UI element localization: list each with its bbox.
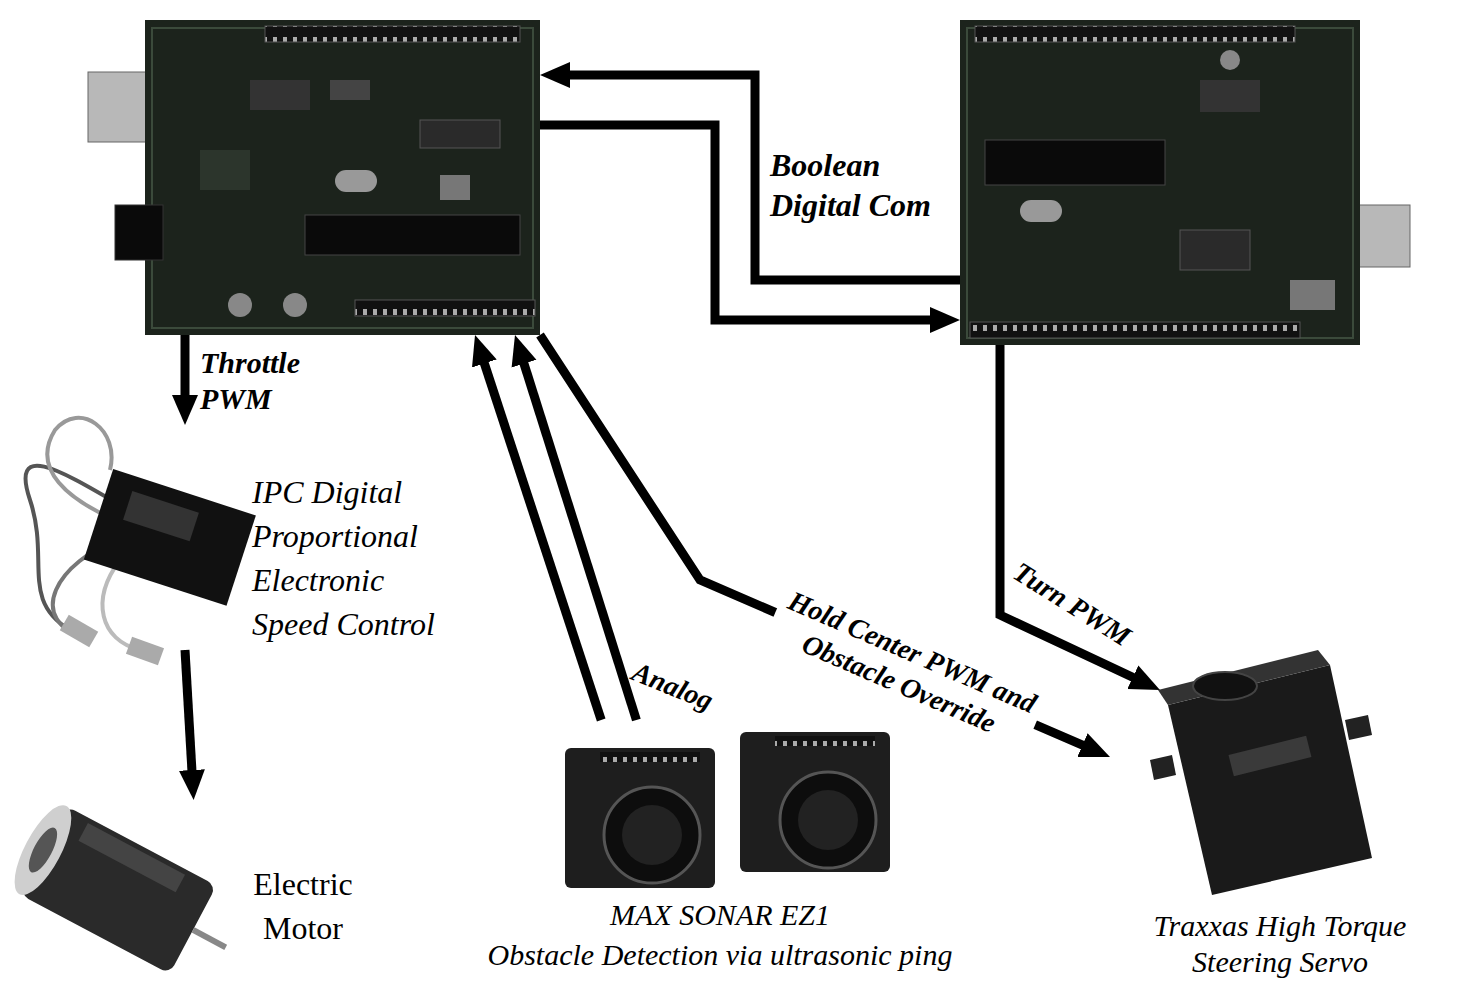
drawing-part xyxy=(780,772,876,868)
signal-arrow xyxy=(185,650,193,784)
drawing-part xyxy=(798,790,858,850)
component-label: Electric Motor xyxy=(238,862,368,950)
drawing-part xyxy=(152,28,533,328)
speed-controller: IPC Digital Proportional Electronic Spee… xyxy=(10,425,470,650)
sonar-sensors: MAX SONAR EZ1Obstacle Detection via ultr… xyxy=(420,720,1024,988)
steering-servo: Traxxas High Torque Steering Servo xyxy=(1110,690,1450,985)
drawing-part xyxy=(305,215,520,255)
signal-label: Boolean Digital Com xyxy=(770,145,940,225)
drawing-part xyxy=(1220,50,1240,70)
drawing-part xyxy=(228,293,252,317)
drawing-part xyxy=(1355,205,1410,267)
signal-arrow xyxy=(540,125,944,320)
drawing-part xyxy=(604,787,700,883)
drawing-part xyxy=(975,26,1295,42)
drawing-part xyxy=(200,150,250,190)
drawing-part xyxy=(115,205,163,260)
motor-picture xyxy=(4,797,250,991)
signal-label: Hold Center PWM and Obstacle Override xyxy=(762,581,1049,756)
drawing-part xyxy=(4,797,83,902)
drawing-part xyxy=(985,140,1165,185)
sonar-picture xyxy=(565,732,890,888)
arduino-board xyxy=(145,20,540,335)
drawing-part xyxy=(126,637,164,666)
arduino-board xyxy=(960,20,1410,345)
drawing-part xyxy=(23,824,62,877)
drawing-part xyxy=(1158,650,1330,705)
signal-arrow xyxy=(520,350,637,720)
drawing-part xyxy=(1229,736,1312,777)
drawing-part xyxy=(1200,80,1260,112)
drawing-part xyxy=(565,748,715,888)
drawing-part xyxy=(265,26,520,42)
drawing-part xyxy=(420,120,500,148)
drawing-part xyxy=(283,293,307,317)
drawing-part xyxy=(622,805,682,865)
servo-picture xyxy=(1150,650,1372,895)
drawing-part xyxy=(440,175,470,200)
component-label: IPC Digital Proportional Electronic Spee… xyxy=(252,470,457,646)
drawing-part xyxy=(193,930,226,947)
arduino-board xyxy=(88,20,540,335)
electric-motor: Electric Motor xyxy=(10,800,372,985)
signal-arrow xyxy=(1000,345,1146,683)
drawing-part xyxy=(250,80,310,110)
drawing-part xyxy=(145,20,540,335)
drawing-part xyxy=(1020,200,1062,222)
drawing-part xyxy=(330,80,370,100)
signal-label: Throttle PWM xyxy=(200,345,330,417)
drawing-part xyxy=(1193,672,1257,700)
drawing-part xyxy=(1168,665,1372,895)
drawing-part xyxy=(1290,280,1335,310)
drawing-part xyxy=(88,72,150,142)
signal-arrow xyxy=(181,335,190,409)
arduino-board xyxy=(960,20,1410,345)
drawing-part xyxy=(123,491,199,541)
speed-controller-picture xyxy=(26,418,256,665)
drawing-part xyxy=(970,322,1300,338)
drawing-part xyxy=(355,300,535,316)
component-label: Traxxas High Torque Steering Servo xyxy=(1130,908,1430,980)
drawing-part xyxy=(740,732,890,872)
drawing-part xyxy=(79,823,186,892)
signal-label: Turn PWM xyxy=(1007,555,1137,654)
drawing-part xyxy=(84,469,256,606)
drawing-part xyxy=(967,28,1353,338)
signal-label: Analog xyxy=(627,655,718,718)
component-label: MAX SONAR EZ1 xyxy=(420,896,1020,934)
drawing-part xyxy=(1150,755,1176,780)
component-label: Obstacle Detection via ultrasonic ping xyxy=(420,936,1020,974)
drawing-part xyxy=(960,20,1360,345)
drawing-part xyxy=(1180,230,1250,270)
drawing-part xyxy=(335,170,377,192)
drawing-part xyxy=(600,752,700,762)
drawing-part xyxy=(775,736,875,746)
drawing-part xyxy=(4,797,250,991)
drawing-part xyxy=(60,615,98,648)
drawing-part xyxy=(19,806,216,974)
drawing-part xyxy=(185,75,1146,784)
signal-arrow xyxy=(556,75,960,280)
drawing-part xyxy=(1345,715,1372,740)
